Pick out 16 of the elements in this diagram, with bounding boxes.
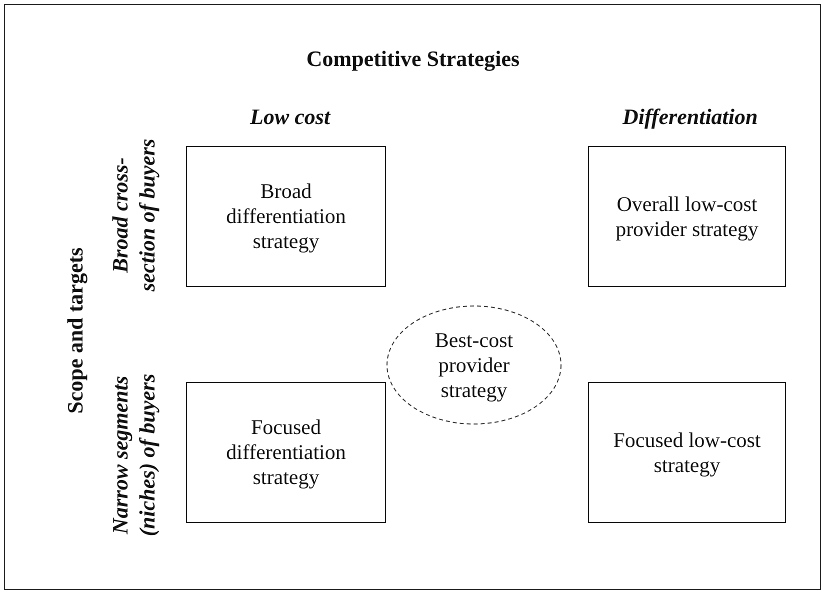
node-text: Focused differentiation strategy bbox=[225, 415, 347, 490]
axis-label: Broad cross-section of buyers bbox=[106, 138, 160, 294]
axis-label: Narrow segments (niches) of buyers bbox=[106, 372, 160, 538]
axis-label: Scope and targets bbox=[62, 246, 89, 414]
dashed-ellipse bbox=[386, 305, 562, 425]
node-text: Focused low-cost strategy bbox=[612, 428, 762, 478]
strategy-box bbox=[588, 146, 786, 287]
node-text: Overall low-cost provider strategy bbox=[614, 192, 760, 242]
column-heading: Differentiation bbox=[622, 102, 758, 130]
strategy-box bbox=[588, 382, 786, 523]
strategy-box bbox=[186, 382, 386, 523]
column-heading: Low cost bbox=[250, 102, 330, 130]
strategy-box bbox=[186, 146, 386, 287]
node-text: Best-cost provider strategy bbox=[434, 328, 514, 402]
node-text: Broad differentiation strategy bbox=[225, 179, 347, 254]
title: Competitive Strategies bbox=[305, 46, 521, 72]
